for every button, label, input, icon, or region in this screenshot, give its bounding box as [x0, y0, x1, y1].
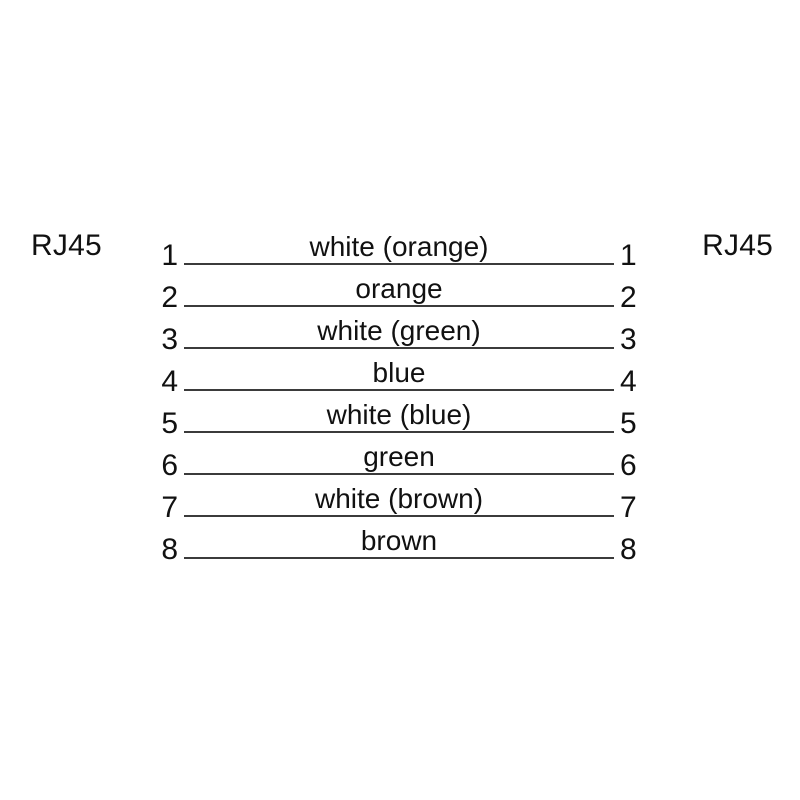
pin-number-right: 3 [620, 323, 637, 356]
pin-row: white (orange) 1 1 [0, 223, 800, 271]
pin-number-right: 4 [620, 365, 637, 398]
pin-row: white (green) 3 3 [0, 307, 800, 355]
wire-label: white (blue) [326, 399, 472, 430]
pin-number-left: 6 [161, 449, 178, 482]
pin-number-left: 4 [161, 365, 178, 398]
wire-label: blue [372, 357, 426, 388]
pin-number-right: 1 [620, 239, 637, 272]
pin-number-left: 7 [161, 491, 178, 524]
pin-number-right: 7 [620, 491, 637, 524]
pin-number-left: 1 [161, 239, 178, 272]
pin-row: brown 8 8 [0, 517, 800, 565]
pin-number-right: 5 [620, 407, 637, 440]
pin-number-left: 5 [161, 407, 178, 440]
wire-label: orange [355, 273, 443, 304]
pin-row: white (blue) 5 5 [0, 391, 800, 439]
wire-label: white (orange) [309, 231, 489, 262]
wire-line [184, 515, 614, 517]
pin-number-right: 8 [620, 533, 637, 566]
pin-number-left: 8 [161, 533, 178, 566]
wire-label: white (green) [317, 315, 481, 346]
pin-row: green 6 6 [0, 433, 800, 481]
wire-label: white (brown) [314, 483, 484, 514]
wire-line [184, 389, 614, 391]
wire-line [184, 557, 614, 559]
wire-label: green [363, 441, 435, 472]
pin-number-left: 3 [161, 323, 178, 356]
connector-label-right: RJ45 [702, 229, 773, 262]
wire-line [184, 347, 614, 349]
pin-number-right: 2 [620, 281, 637, 314]
wire-line [184, 431, 614, 433]
pin-row: orange 2 2 [0, 265, 800, 313]
pin-number-left: 2 [161, 281, 178, 314]
connector-label-left: RJ45 [31, 229, 102, 262]
pin-row: blue 4 4 [0, 349, 800, 397]
wire-line [184, 305, 614, 307]
wire-line [184, 263, 614, 265]
wire-line [184, 473, 614, 475]
wire-label: brown [360, 525, 438, 556]
pin-number-right: 6 [620, 449, 637, 482]
pin-row: white (brown) 7 7 [0, 475, 800, 523]
